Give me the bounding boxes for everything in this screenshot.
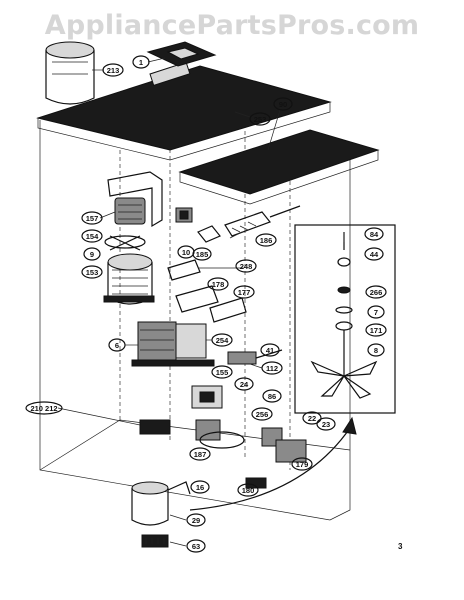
callout-266-text: 266 <box>370 288 383 297</box>
callout-112: 112 <box>261 361 283 375</box>
callout-16-text: 16 <box>196 483 204 492</box>
callout-253-text: 253 <box>254 115 267 124</box>
callout-90-text: 90 <box>279 100 287 109</box>
callout-22-text: 22 <box>308 414 316 423</box>
callout-178-text: 178 <box>212 280 225 289</box>
callout-154: 154 <box>81 229 103 243</box>
callout-266: 266 <box>365 285 387 299</box>
callout-254-text: 254 <box>216 336 229 345</box>
callout-186: 186 <box>255 233 277 247</box>
callout-7: 7 <box>367 305 385 319</box>
callout-9-text: 9 <box>90 250 94 259</box>
coil-transformer <box>103 253 155 305</box>
shelf-part <box>178 129 380 205</box>
callout-41: 41 <box>260 343 280 357</box>
callout-84-text: 84 <box>370 230 379 239</box>
callout-8-text: 8 <box>374 346 378 355</box>
callout-84: 84 <box>364 227 384 241</box>
base-components <box>139 419 307 489</box>
board-component <box>191 385 223 409</box>
callout-210-212: 210 212 <box>25 401 63 415</box>
spring-element <box>224 205 301 237</box>
callout-177-text: 177 <box>238 288 251 297</box>
motor-bracket <box>107 171 163 228</box>
callout-179: 179 <box>291 457 313 471</box>
callout-178: 178 <box>207 277 229 291</box>
callout-213-text: 213 <box>107 66 120 75</box>
callout-23-text: 23 <box>322 420 330 429</box>
callout-24-text: 24 <box>240 380 249 389</box>
assembly-arrow <box>189 416 357 511</box>
callout-6: 6 <box>108 338 126 352</box>
callout-10-text: 10 <box>182 248 190 257</box>
callout-44: 44 <box>364 247 384 261</box>
callout-86-text: 86 <box>268 392 276 401</box>
top-plate <box>36 61 332 161</box>
callout-256: 256 <box>251 407 273 421</box>
callout-187-text: 187 <box>194 450 207 459</box>
main-transformer <box>131 321 215 367</box>
page-number: 3 <box>398 542 403 551</box>
mount-brackets <box>167 259 247 323</box>
callout-155: 155 <box>211 365 233 379</box>
callout-29: 29 <box>186 513 206 527</box>
callout-153-text: 153 <box>86 268 99 277</box>
callout-155-text: 155 <box>216 368 229 377</box>
callout-22: 22 <box>302 411 322 425</box>
callout-6-text: 6 <box>115 341 119 350</box>
fan-assembly-inset <box>294 224 396 414</box>
callout-248: 248 <box>235 259 257 273</box>
callout-112-text: 112 <box>266 364 278 373</box>
callout-9: 9 <box>83 247 101 261</box>
callout-157: 157 <box>81 211 103 225</box>
callout-180: 180 <box>237 483 259 497</box>
terminal-block <box>141 534 169 548</box>
callout-254: 254 <box>211 333 233 347</box>
callout-10: 10 <box>177 245 195 259</box>
cylinder-part <box>45 41 95 105</box>
callout-253: 253 <box>249 112 271 126</box>
callout-171-text: 171 <box>370 326 383 335</box>
switch-block <box>175 207 193 223</box>
callout-256-text: 256 <box>256 410 269 419</box>
callout-41-text: 41 <box>266 346 274 355</box>
callout-63: 63 <box>186 539 206 553</box>
small-fan-blade <box>104 235 146 251</box>
watermark-text: AppliancePartsPros.com <box>44 10 420 41</box>
callout-180-text: 180 <box>242 486 255 495</box>
cabinet-frame <box>39 110 351 521</box>
callout-185: 185 <box>192 247 212 261</box>
callout-90: 90 <box>273 97 293 111</box>
capacitor-part <box>131 481 191 526</box>
callout-157-text: 157 <box>86 214 99 223</box>
callout-171: 171 <box>365 323 387 337</box>
callout-177: 177 <box>233 285 255 299</box>
callout-153: 153 <box>81 265 103 279</box>
callout-213: 213 <box>102 63 124 77</box>
callout-186-text: 186 <box>260 236 273 245</box>
callout-29-text: 29 <box>192 516 200 525</box>
callout-185-text: 185 <box>196 250 209 259</box>
callout-8: 8 <box>367 343 385 357</box>
callout-210-212-text: 210 212 <box>30 404 57 413</box>
callout-154-text: 154 <box>86 232 99 241</box>
callout-86: 86 <box>262 389 282 403</box>
callout-179-text: 179 <box>296 460 309 469</box>
callout-63-text: 63 <box>192 542 200 551</box>
relay-part <box>227 349 283 365</box>
clip-bracket <box>197 225 221 243</box>
callout-16: 16 <box>190 480 210 494</box>
callout-248-text: 248 <box>240 262 253 271</box>
callout-23: 23 <box>316 417 336 431</box>
cover-plate <box>146 41 217 67</box>
callout-1-text: 1 <box>139 58 143 67</box>
callout-24: 24 <box>234 377 254 391</box>
leader-lines <box>57 57 345 547</box>
callout-labels: 1 213 253 90 157 154 9 10 185 186 84 44 … <box>25 55 387 553</box>
callout-44-text: 44 <box>370 250 379 259</box>
callout-187: 187 <box>189 447 211 461</box>
callout-7-text: 7 <box>374 308 378 317</box>
callout-1: 1 <box>132 55 150 69</box>
